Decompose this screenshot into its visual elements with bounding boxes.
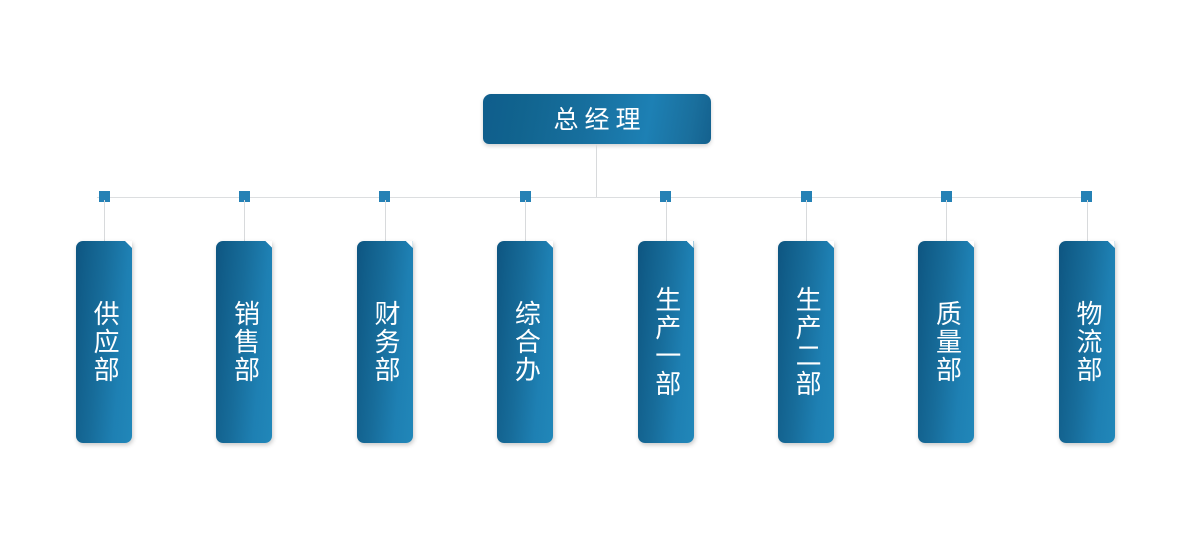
connector-drop-line xyxy=(946,200,947,242)
connector-drop-line xyxy=(385,200,386,242)
connector-drop-line xyxy=(806,200,807,242)
org-node-department-label: 生产一部 xyxy=(650,286,681,398)
org-node-root[interactable]: 总经理 xyxy=(483,94,711,144)
org-node-department[interactable]: 销售部 xyxy=(216,241,273,443)
connector-bus-line xyxy=(97,197,1091,198)
org-node-department[interactable]: 质量部 xyxy=(918,241,975,443)
connector-node-marker xyxy=(940,191,952,202)
connector-drop-line xyxy=(525,200,526,242)
org-node-department-label: 生产二部 xyxy=(791,286,822,398)
connector-node-marker xyxy=(800,191,812,202)
org-node-department-label: 销售部 xyxy=(229,300,260,384)
connector-node-marker xyxy=(660,191,672,202)
connector-node-marker xyxy=(98,191,110,202)
connector-drop-line xyxy=(666,200,667,242)
org-node-department-label: 综合办 xyxy=(510,300,541,384)
org-node-department[interactable]: 综合办 xyxy=(497,241,554,443)
connector-drop-line xyxy=(244,200,245,242)
connector-node-marker xyxy=(519,191,531,202)
connector-node-marker xyxy=(379,191,391,202)
org-node-department-label: 质量部 xyxy=(931,300,962,384)
org-node-department[interactable]: 生产二部 xyxy=(778,241,834,443)
org-node-department[interactable]: 物流部 xyxy=(1058,241,1115,443)
org-node-department[interactable]: 财务部 xyxy=(356,241,413,443)
connector-drop-line xyxy=(104,200,105,242)
org-node-department-label: 物流部 xyxy=(1071,300,1102,384)
org-node-root-label: 总经理 xyxy=(553,104,647,134)
org-node-department[interactable]: 生产一部 xyxy=(637,241,694,443)
connector-node-marker xyxy=(238,191,250,202)
connector-node-marker xyxy=(1081,191,1093,202)
org-node-department-label: 供应部 xyxy=(89,300,120,384)
connector-trunk-line xyxy=(596,144,597,198)
connector-drop-line xyxy=(1087,200,1088,242)
org-node-department[interactable]: 供应部 xyxy=(76,241,132,443)
org-node-department-label: 财务部 xyxy=(369,300,400,384)
